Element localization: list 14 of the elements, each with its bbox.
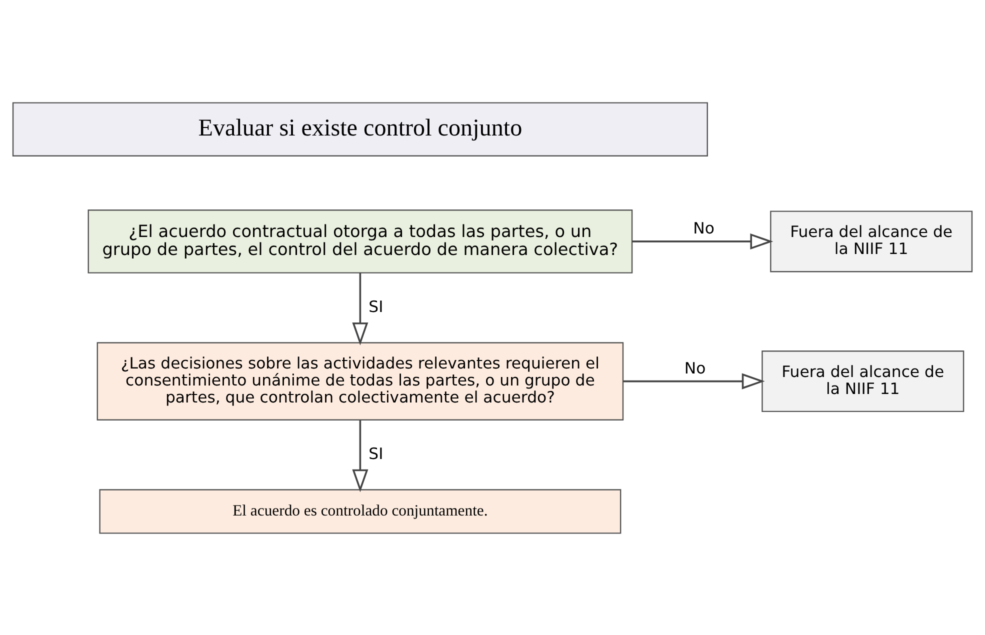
node-box: ¿El acuerdo contractual otorga a todas las partes, o un grupo de partes, el control del acuerdo de manera colectiva? [88, 209, 633, 273]
node-box: El acuerdo es controlado conjuntamente. [99, 488, 622, 534]
edge-label: SI [368, 296, 384, 316]
arrow [632, 232, 774, 249]
edge-label: SI [368, 443, 384, 462]
node-box: Fuera del alcance de la NIIF 11 [762, 350, 964, 412]
arrow [352, 272, 368, 345]
arrow [623, 372, 765, 389]
edge-label: No [684, 358, 706, 377]
node-box: ¿Las decisiones sobre las actividades relevantes requieren el consentimiento unánime de todas las partes, o un grupo de partes, que controlan colectivamente el acuerdo? [96, 342, 624, 420]
edge-label: No [693, 218, 714, 237]
node-box: Fuera del alcance de la NIIF 11 [770, 210, 973, 272]
node-box: Evaluar si existe control conjunto [12, 102, 708, 156]
arrow [352, 420, 368, 492]
